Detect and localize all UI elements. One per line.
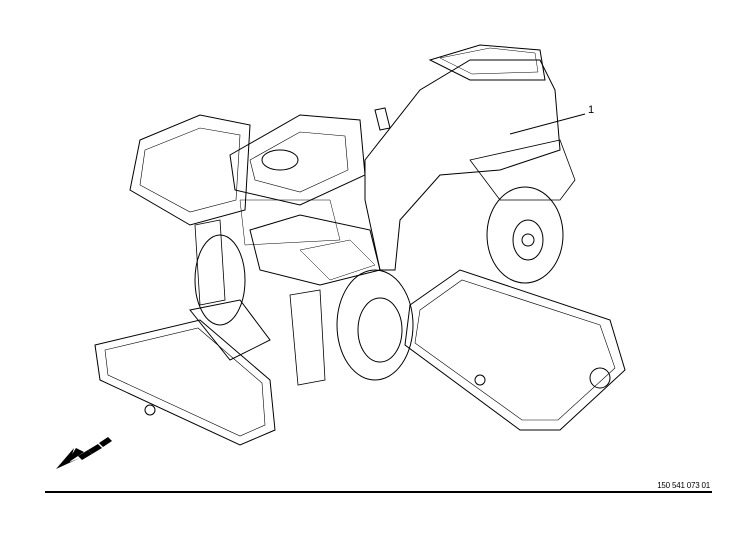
left-side-deck <box>129 114 251 226</box>
wheels <box>194 186 564 386</box>
callout-leader-line <box>509 113 586 135</box>
footer-rule <box>45 491 712 493</box>
callout-label-1: 1 <box>588 104 595 116</box>
document-number: 150 541 073 01 <box>657 481 710 490</box>
arrow-travel-direction-icon <box>56 437 112 469</box>
machine-body-hood <box>229 44 576 286</box>
front-deck <box>94 299 276 446</box>
right-side-deck <box>404 269 626 431</box>
